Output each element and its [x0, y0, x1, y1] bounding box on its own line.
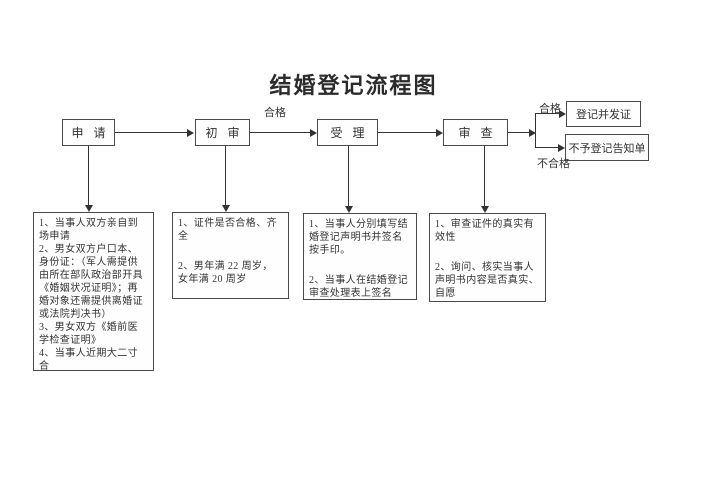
- detail-apply-item-1: 1、当事人双方亲自到场申请: [39, 218, 138, 242]
- connector-apply-to-detail: [85, 146, 93, 212]
- edge-label-unqualified: 不合格: [537, 158, 570, 170]
- edge-label-qualified: 合格: [539, 103, 561, 115]
- page-title: 结婚登记流程图: [269, 73, 438, 98]
- detail-initial-item-2: 2、男年满 22 周岁，女年满 20 周岁: [178, 261, 273, 285]
- detail-review-item-2: 2、询问、核实当事人声明书内容是否真实、自愿: [435, 262, 539, 299]
- connector-branch-to-register: [536, 110, 566, 118]
- detail-box-review: 1、审查证件的真实有效性 2、询问、核实当事人声明书内容是否真实、自愿: [429, 213, 546, 302]
- connector-initial-review-to-accept: [250, 129, 317, 137]
- connector-accept-to-detail: [345, 146, 353, 213]
- flow-step-initial-review-label: 初 审: [205, 126, 240, 140]
- outcome-box-register-and-issue: 登记并发证: [566, 101, 641, 127]
- detail-initial-item-1: 1、证件是否合格、齐全: [178, 218, 277, 242]
- detail-accept-item-1: 1、当事人分别填写结婚登记声明书并签名按手印。: [309, 219, 408, 256]
- detail-apply-item-2: 2、男女双方户口本、身份证：（军人需提供由所在部队政治部开具《婚姻状况证明》；再…: [39, 244, 143, 320]
- flow-step-accept-label: 受 理: [330, 126, 365, 140]
- connector-apply-to-initial-review: [115, 129, 194, 137]
- detail-accept-item-2: 2、当事人在结婚登记审查处理表上签名: [309, 275, 408, 299]
- flow-step-review: 审 查: [443, 119, 508, 146]
- outcome-register-label: 登记并发证: [576, 109, 631, 121]
- flow-step-review-label: 审 查: [458, 126, 493, 140]
- branch-vertical-line: [535, 113, 536, 148]
- detail-box-apply: 1、当事人双方亲自到场申请 2、男女双方户口本、身份证：（军人需提供由所在部队政…: [33, 212, 154, 371]
- outcome-reject-label: 不予登记告知单: [568, 142, 646, 155]
- flow-step-apply: 申 请: [62, 119, 115, 146]
- detail-box-initial-review: 1、证件是否合格、齐全 2、男年满 22 周岁，女年满 20 周岁: [172, 212, 289, 299]
- flow-step-accept: 受 理: [317, 119, 378, 146]
- detail-apply-item-4: 4、当事人近期大二寸合: [39, 348, 138, 371]
- connector-branch-to-reject: [536, 144, 565, 152]
- outcome-box-rejection-notice: 不予登记告知单: [565, 134, 649, 161]
- flow-step-apply-label: 申 请: [71, 126, 106, 140]
- connector-initial-review-to-detail: [222, 146, 230, 212]
- connector-review-to-branch: [508, 129, 536, 137]
- connector-review-to-detail: [481, 146, 489, 213]
- detail-box-accept: 1、当事人分别填写结婚登记声明书并签名按手印。 2、当事人在结婚登记审查处理表上…: [303, 213, 417, 300]
- flow-step-initial-review: 初 审: [195, 119, 250, 146]
- edge-label-qualified-mid: 合格: [264, 107, 286, 119]
- detail-apply-item-3: 3、男女双方《婚前医学检查证明》: [39, 322, 138, 346]
- connector-accept-to-review: [378, 129, 443, 137]
- detail-review-item-1: 1、审查证件的真实有效性: [435, 219, 534, 243]
